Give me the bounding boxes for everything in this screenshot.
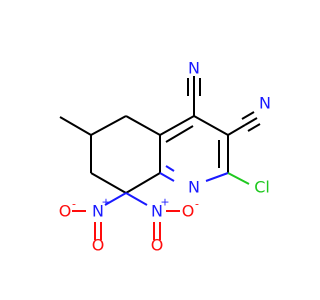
bond-c8a-n1-inner	[165, 165, 175, 172]
bond-methyl	[59, 116, 92, 136]
charge-n-nitro-right: +	[160, 196, 169, 209]
atom-n-cyano-top: N	[188, 59, 200, 78]
bond-c8a-n1	[159, 172, 175, 182]
cyano-groups	[187, 76, 261, 136]
atom-n-ring: N	[188, 178, 200, 197]
atom-cl: Cl	[254, 178, 270, 197]
atom-o-left-top: O	[59, 202, 72, 221]
aromatic-ring-bonds	[125, 115, 229, 194]
charge-n-nitro-left: +	[101, 196, 110, 209]
chemical-structure: N N N Cl N + O - O N + O - O	[59, 59, 271, 255]
cyano-right-triple-2	[241, 111, 255, 120]
bond-c4a-c4	[159, 115, 195, 136]
bond-c5-c4a	[125, 115, 161, 136]
bond-c8-n-right	[125, 192, 148, 206]
charge-o-right-top: -	[195, 198, 199, 211]
atom-o-right-bottom: O	[151, 236, 164, 255]
atom-o-right-top: O	[182, 202, 195, 221]
cyano-right-triple-3	[247, 123, 261, 132]
bond-c8-n-left	[104, 192, 127, 206]
atom-o-left-bottom: O	[92, 236, 105, 255]
charge-o-left-top: -	[72, 198, 76, 211]
bond-c3-cn	[227, 124, 246, 136]
saturated-ring-bonds	[59, 115, 161, 194]
bond-c4-c3	[193, 115, 229, 136]
atom-n-cyano-right: N	[259, 94, 271, 113]
bond-c2-cl	[227, 172, 250, 185]
bond-c6-c5	[90, 115, 127, 136]
atom-n-nitro-right: N	[151, 202, 163, 221]
bond-c7-c8	[90, 172, 127, 194]
bond-c8-c8a	[125, 172, 161, 194]
bond-n1-c2	[205, 172, 229, 182]
nitro-groups	[72, 192, 180, 240]
cyano-right-triple-1	[244, 117, 258, 126]
bond-c4a-c4-inner	[165, 125, 194, 143]
atom-n-nitro-left: N	[92, 202, 104, 221]
